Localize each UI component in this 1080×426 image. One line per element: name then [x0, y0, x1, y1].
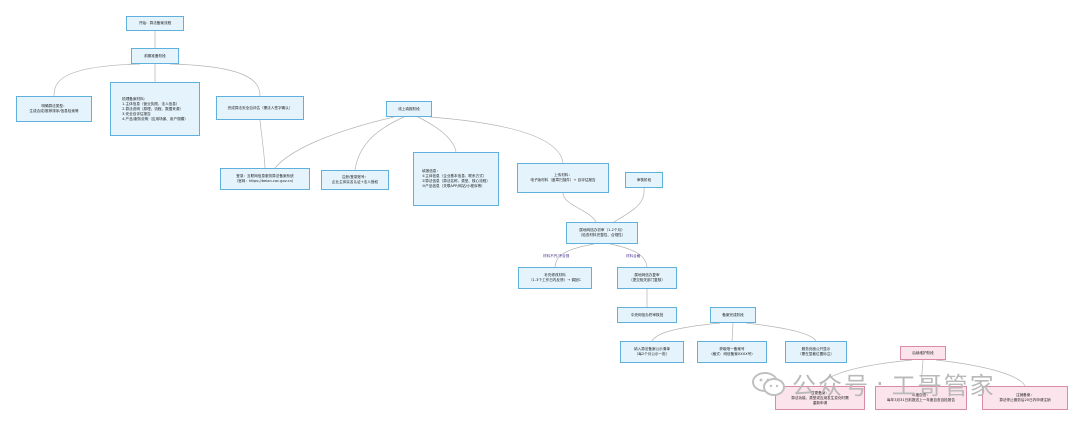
- edge-pass-getnumber: [731, 322, 734, 342]
- node-change: 变更备案： 算法功能、类型或应用发生变化时需 重新申请: [775, 386, 865, 410]
- node-cancel: 注销备案： 算法停止服务后20日内申请注销: [982, 386, 1068, 410]
- edge-maintain-annual: [920, 359, 924, 387]
- edge-label-ok: 材料合格: [626, 254, 641, 258]
- node-central-review: 中央网信办终审核批: [617, 307, 677, 323]
- node-clarify-type: 明确算法类型： 生成合成/推荐排序/信息检索等: [16, 96, 92, 122]
- watermark-dot: ·: [876, 369, 886, 398]
- edge-maintain-change: [819, 359, 913, 387]
- node-publicize: 纳入算法备案公示清单 （每2个月公示一批）: [620, 341, 684, 363]
- watermark-left: 公众号: [792, 372, 870, 400]
- edge-selfassess-login: [259, 119, 266, 169]
- node-local-pass: 属地网信办复审 （提交相关部门复核）: [617, 267, 677, 289]
- node-fill-info: 填报信息： ①主体信息（企业基本信息、联系方式） ②算法信息（算法名称、类型、核…: [413, 152, 499, 206]
- edge-pass-display: [745, 322, 817, 342]
- edge-review-localreview: [613, 187, 645, 223]
- edge-upload-localreview: [562, 192, 597, 223]
- edge-localreview-supplement: [554, 243, 595, 268]
- node-self-assess: 完成算法安全自评估（需法人签字确认）: [216, 96, 304, 120]
- watermark-right: 工哥管家: [891, 372, 996, 400]
- edge-online-fillinfo: [417, 116, 457, 153]
- edge-prepare-clarify: [53, 63, 141, 97]
- edge-online-register: [354, 116, 405, 171]
- edge-localreview-localpass: [609, 243, 648, 268]
- edge-label-fail: 材料不齐/不合规: [543, 254, 570, 258]
- node-get-number: 获取唯一备案号 （格式：网信备案XXXX号）: [697, 341, 767, 363]
- node-supplement: 补充修改材料 （1-3个工作日内反馈）→ 调回C: [518, 267, 592, 289]
- edge-maintain-cancel: [935, 359, 1026, 387]
- edge-online-login: [274, 116, 395, 169]
- node-review-stage: 审核阶段: [625, 172, 663, 188]
- node-display-number: 服务页面公开显示 （需在显著位置标注）: [785, 341, 847, 363]
- node-online-fill: 线上填报阶段: [386, 101, 432, 117]
- node-materials: 梳理备案材料： 1.主体信息（营业执照、法人信息） 2.算法说明（原理、流程、数…: [110, 82, 200, 136]
- edge-prepare-selfassess: [169, 63, 261, 97]
- edge-pass-publicize: [651, 322, 721, 342]
- node-start: 开始：算法备案流程: [126, 16, 184, 31]
- wechat-icon: [752, 371, 785, 396]
- node-pass-stage: 备案完成阶段: [710, 307, 756, 323]
- node-maintain: 后续维护阶段: [900, 346, 946, 360]
- node-annual: 年度自查： 每年3月31日前报送上一年度自查自检报告: [875, 386, 967, 410]
- node-local-review: 属地网信办初审（1-2个月） （检查材料完整性、合规性）: [566, 222, 638, 244]
- node-login: 登录：互联网信息服务算法备案系统 （官网：https://beian.cac.g…: [220, 168, 310, 190]
- node-register: 注册/登录账号： 企业主体实名认证+法人授权: [321, 170, 389, 190]
- node-upload: 上传材料： 电子版材料（盖章扫描件）+ 自评估报告: [517, 163, 609, 193]
- watermark: 公众号 · 工哥管家: [752, 366, 996, 401]
- node-prepare: 前期准备阶段: [131, 48, 179, 64]
- edge-online-upload: [429, 116, 564, 164]
